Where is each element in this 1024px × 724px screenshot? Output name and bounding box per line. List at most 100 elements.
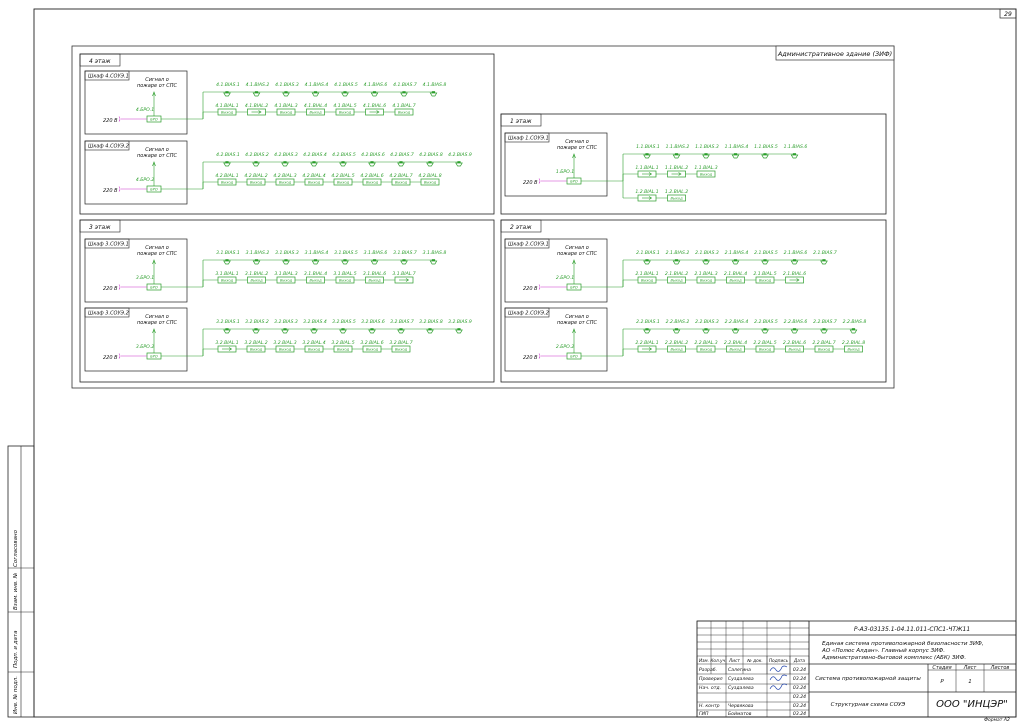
floor-title: 2 этаж bbox=[510, 224, 532, 231]
light-sign-icon: Выход bbox=[814, 345, 834, 353]
speaker-body bbox=[457, 161, 461, 163]
signal-arrow-icon bbox=[572, 328, 576, 334]
speaker-icon bbox=[282, 259, 290, 265]
light-label: 2.2.BIAL.5 bbox=[753, 340, 776, 346]
speaker-label: 1.1.BIAS.3 bbox=[695, 144, 719, 150]
speaker-icon bbox=[672, 153, 681, 159]
light-label: 2.1.BIAL.4 bbox=[724, 271, 747, 277]
speaker-body bbox=[343, 259, 347, 261]
light-sign-text: Выход bbox=[670, 197, 683, 201]
speaker-label: 4.1.BIAS.2 bbox=[246, 82, 270, 88]
speaker-label: 4.2.BIAS.2 bbox=[245, 152, 269, 158]
doc-desc-2: АО «Полюс Алдан». Главный корпус ЗИФ. bbox=[821, 648, 945, 654]
signature-mark bbox=[769, 683, 788, 690]
light-label: 3.2.BIAL.1 bbox=[215, 340, 238, 346]
speaker-body bbox=[254, 259, 259, 261]
speaker-body bbox=[284, 91, 288, 93]
light-sign-text: Выход bbox=[309, 279, 322, 283]
tb-date: 03.24 bbox=[793, 694, 806, 700]
speaker-label: 2.2.BIAS.6 bbox=[784, 319, 808, 325]
cabinet-name-box bbox=[84, 307, 130, 318]
speaker-body bbox=[283, 328, 287, 330]
side-stamp-inv: Инв. № подл. bbox=[13, 676, 19, 714]
speaker-icon bbox=[341, 259, 349, 265]
signal-text: пожаре от СПС bbox=[137, 251, 178, 257]
light-sign-text: Выход bbox=[395, 348, 408, 352]
light-sign-icon: Выход bbox=[306, 108, 325, 116]
light-sign-text: Выход bbox=[339, 111, 352, 115]
doc-desc-1: Единая система противопожарной безопасно… bbox=[822, 641, 984, 647]
light-sign-text: Выход bbox=[700, 173, 713, 177]
cabinet-name-box bbox=[504, 238, 550, 249]
light-sign-icon: Выход bbox=[217, 276, 237, 284]
power-symbol-icon bbox=[538, 353, 541, 359]
light-sign-box bbox=[637, 276, 657, 284]
speaker-body bbox=[645, 259, 649, 261]
speaker-icon bbox=[281, 328, 289, 334]
light-sign-text: Выход bbox=[759, 279, 772, 283]
speaker-icon bbox=[761, 259, 769, 265]
light-label: 3.1.BIAL.2 bbox=[245, 271, 268, 277]
floor-box bbox=[500, 219, 887, 383]
tb-name: Червякова bbox=[728, 703, 754, 709]
light-label: 3.2.BIAL.4 bbox=[302, 340, 325, 346]
speaker-icon bbox=[790, 153, 799, 159]
speaker-icon bbox=[341, 91, 349, 97]
doc-code: Р-АЗ-03135.1-04.11.011-СПС1-ЧТЖ11 bbox=[854, 626, 970, 633]
speaker-icon bbox=[223, 91, 231, 97]
speaker-body bbox=[674, 259, 679, 261]
light-label: 1.1.BIAL.3 bbox=[694, 165, 717, 171]
light-sign-box bbox=[365, 276, 384, 284]
speaker-body bbox=[343, 91, 347, 93]
cabinet-name: Шкаф 3.СОУЭ.2 bbox=[88, 311, 129, 317]
speaker-icon bbox=[311, 259, 320, 265]
light-label: 2.1.BIAL.3 bbox=[694, 271, 717, 277]
speaker-body bbox=[284, 259, 288, 261]
light-sign-icon: Выход bbox=[304, 178, 324, 186]
light-sign-box bbox=[335, 108, 355, 116]
light-sign-icon bbox=[394, 276, 414, 284]
light-label: 3.1.BIAL.7 bbox=[392, 271, 415, 277]
cabinet-frame bbox=[504, 307, 608, 372]
speaker-body bbox=[763, 328, 767, 330]
light-sign-icon: Выход bbox=[246, 178, 266, 186]
light-sign-text: Выход bbox=[339, 279, 352, 283]
speaker-label: 2.2.BIAS.4 bbox=[725, 319, 749, 325]
signal-text: пожаре от СПС bbox=[137, 320, 178, 326]
speaker-label: 3.1.BIAS.2 bbox=[246, 250, 270, 256]
arrow-head-icon bbox=[648, 172, 653, 176]
light-sign-text: Выход bbox=[366, 181, 379, 185]
speaker-label: 2.1.BIAS.6 bbox=[784, 250, 808, 256]
stage-value: Р bbox=[940, 679, 944, 685]
light-sign-box bbox=[217, 276, 237, 284]
speaker-icon bbox=[281, 161, 289, 167]
power-symbol-icon bbox=[118, 186, 121, 192]
title-block: Р-АЗ-03135.1-04.11.011-СПС1-ЧТЖ11 Единая… bbox=[696, 620, 1017, 723]
light-label: 4.2.BIAL.3 bbox=[273, 173, 296, 179]
light-sign-icon: Выход bbox=[667, 345, 686, 353]
speaker-icon bbox=[702, 259, 710, 265]
light-sign-icon bbox=[217, 345, 237, 353]
tb-header: Подпись bbox=[769, 658, 789, 664]
light-sign-icon bbox=[637, 345, 657, 353]
light-sign-text: Выход bbox=[729, 279, 742, 283]
speaker-icon bbox=[426, 328, 434, 334]
cabinet-name: Шкаф 3.СОУЭ.1 bbox=[88, 242, 129, 248]
speaker-body bbox=[254, 328, 258, 330]
power-symbol-icon bbox=[538, 284, 541, 290]
side-stamp-agreed: Согласовано bbox=[13, 529, 19, 567]
power-symbol-icon bbox=[118, 284, 121, 290]
speaker-body bbox=[792, 259, 797, 261]
tb-role: Н. контр bbox=[699, 703, 720, 709]
light-sign-text: Выход bbox=[700, 279, 713, 283]
light-sign-box bbox=[755, 276, 775, 284]
tb-date: 03.24 bbox=[793, 676, 806, 682]
light-sign-box bbox=[333, 345, 353, 353]
speaker-label: 3.1.BIAS.7 bbox=[393, 250, 417, 256]
light-sign-box bbox=[696, 345, 716, 353]
tb-date: 03.24 bbox=[793, 667, 806, 673]
cabinet-name-box bbox=[504, 132, 550, 143]
speaker-icon bbox=[368, 161, 376, 167]
speaker-icon bbox=[731, 153, 740, 159]
light-label: 3.1.BIAL.1 bbox=[215, 271, 238, 277]
